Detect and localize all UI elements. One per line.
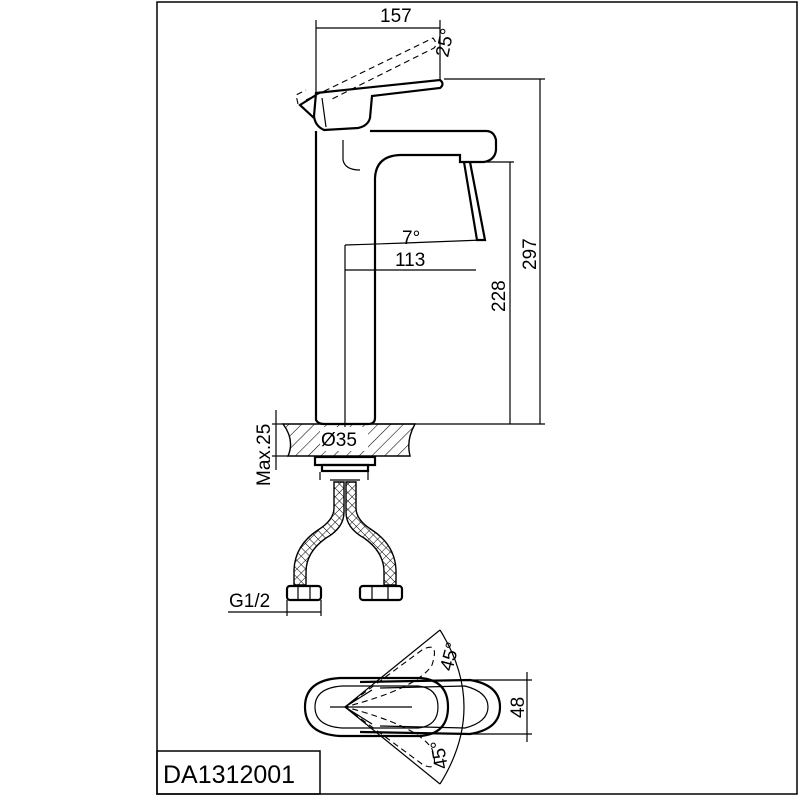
dim-overall-length: 157 [380, 6, 412, 27]
dim-base-width: 48 [508, 697, 529, 718]
dim-rotation-angle-top: 45° [437, 640, 465, 673]
faucet-side-view [295, 37, 498, 440]
dim-rotation-angle-bottom: 45° [427, 739, 453, 771]
dim-spout-reach: 113 [395, 250, 425, 271]
dim-total-height: 297 [520, 238, 541, 270]
dim-thread-size: G1/2 [229, 591, 270, 612]
dim-max-deck-thickness: Max.25 [254, 424, 275, 486]
dim-lever-angle: 25° [432, 27, 459, 59]
dim-spout-angle: 7° [402, 228, 420, 249]
title-block [156, 750, 321, 795]
dimension-lines [228, 20, 545, 616]
drawing-frame [156, 1, 798, 795]
hole-label-mask [320, 427, 368, 451]
product-code: DA1312001 [163, 761, 295, 789]
flexible-hoses [285, 481, 404, 602]
faucet-top-view [303, 629, 532, 785]
dim-hole-diameter: Ø35 [321, 430, 357, 451]
dim-spout-height: 228 [489, 280, 510, 312]
mounting-nut [313, 455, 377, 481]
